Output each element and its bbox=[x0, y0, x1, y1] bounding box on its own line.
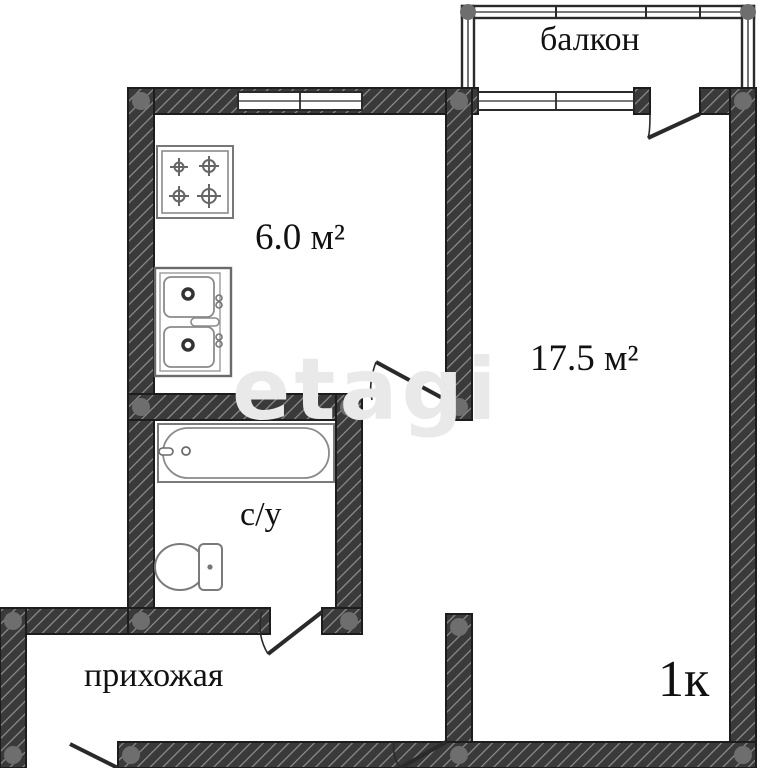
kitchen-door bbox=[369, 360, 447, 402]
room-label-hallway: прихожая bbox=[84, 657, 224, 694]
room-label-balcony: балкон bbox=[540, 21, 640, 58]
wall-junction-nodes bbox=[4, 92, 752, 764]
room-area-kitchen: 6.0 м² bbox=[255, 217, 346, 258]
walls bbox=[0, 87, 757, 768]
room-area-living-room: 17.5 м² bbox=[530, 338, 639, 379]
bathroom-door bbox=[259, 610, 324, 656]
balcony-window bbox=[477, 91, 635, 111]
room-label-bathroom: с/у bbox=[240, 496, 282, 533]
entry-door bbox=[69, 742, 119, 768]
toilet-icon bbox=[154, 543, 223, 591]
living-room-door bbox=[392, 740, 447, 768]
kitchen-window bbox=[237, 91, 363, 111]
bathtub-icon bbox=[157, 423, 335, 483]
balcony-door bbox=[647, 112, 701, 140]
stove-4-burner-icon bbox=[156, 145, 234, 219]
double-sink-icon bbox=[153, 266, 233, 378]
rooms-count-badge: 1к bbox=[658, 651, 710, 708]
